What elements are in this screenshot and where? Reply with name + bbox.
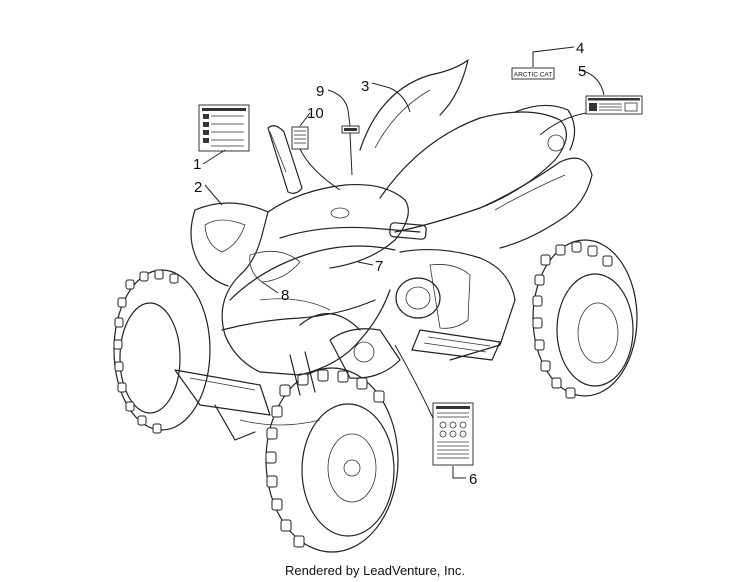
callout-9: 9 (316, 83, 324, 100)
leader-5 (579, 69, 605, 96)
callout-5: 5 (578, 63, 586, 80)
leader-5b (539, 112, 587, 136)
leader-9 (327, 89, 351, 127)
leader-2 (204, 184, 223, 206)
footer-credit: Rendered by LeadVenture, Inc. (285, 563, 465, 578)
decal-6-warning-label (432, 402, 474, 466)
atv-line-drawing (113, 59, 638, 553)
decal-10-tag (291, 126, 309, 150)
front-left-tire (113, 269, 211, 434)
rear-left-tire (299, 313, 361, 331)
callout-7: 7 (375, 258, 383, 275)
callout-6: 6 (469, 471, 477, 488)
callout-1: 1 (193, 156, 201, 173)
callout-8: 8 (281, 287, 289, 304)
leader-3 (371, 82, 411, 113)
decal-4-text: ARCTIC CAT (514, 72, 553, 79)
decal-9-strip (341, 125, 360, 134)
leader-4 (532, 46, 575, 67)
leader-lines (202, 46, 605, 479)
front-right-tire (265, 367, 399, 553)
callout-2: 2 (194, 179, 202, 196)
leader-8 (261, 281, 279, 294)
leader-6 (452, 466, 466, 479)
callout-numbers: 1 2 3 4 5 6 7 8 9 10 (193, 40, 586, 488)
callout-10: 10 (307, 105, 324, 122)
decal-4-nameplate: ARCTIC CAT (511, 67, 555, 80)
callout-3: 3 (361, 78, 369, 95)
leader-1 (202, 149, 226, 165)
leader-10 (299, 112, 311, 127)
decal-1-warning-label (198, 104, 250, 152)
callout-4: 4 (576, 40, 584, 57)
rear-right-tire (532, 239, 638, 399)
leader-10b (299, 148, 341, 191)
decal-5-warning-label (585, 95, 643, 115)
leader-9b (349, 132, 353, 176)
leader-6b (394, 344, 434, 419)
leader-7 (357, 261, 374, 266)
